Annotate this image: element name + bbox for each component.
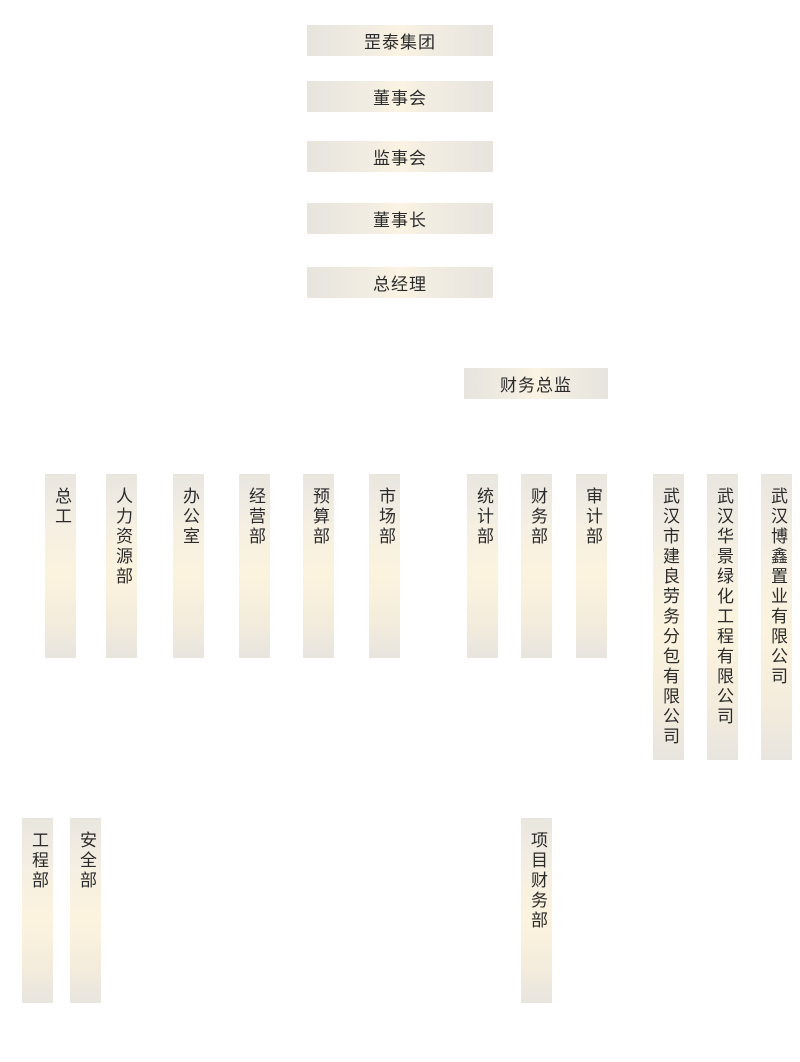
dept-finance-label: 财务部: [527, 487, 547, 547]
cfo-box: 财务总监: [464, 368, 608, 399]
sub-engineering: 工程部: [22, 818, 53, 1003]
company-labor-label: 武汉市建良劳务分包有限公司: [659, 487, 679, 747]
board-box: 董事会: [307, 81, 493, 112]
dept-finance: 财务部: [521, 474, 552, 658]
dept-audit: 审计部: [576, 474, 607, 658]
dept-hr-label: 人力资源部: [112, 487, 132, 587]
sub-safety-label: 安全部: [76, 831, 96, 891]
sub-project-finance: 项目财务部: [521, 818, 552, 1003]
dept-statistics-label: 统计部: [473, 487, 493, 547]
company-realestate: 武汉博鑫置业有限公司: [761, 474, 792, 760]
dept-operations-label: 经营部: [245, 487, 265, 547]
dept-hr: 人力资源部: [106, 474, 137, 658]
sub-engineering-label: 工程部: [28, 831, 48, 891]
group-label: 罡泰集团: [364, 33, 436, 53]
dept-office-label: 办公室: [179, 487, 199, 547]
cfo-label: 财务总监: [500, 376, 572, 396]
dept-budget-label: 预算部: [309, 487, 329, 547]
gm-label: 总经理: [373, 275, 427, 295]
sub-project-finance-label: 项目财务部: [527, 831, 547, 931]
dept-market-label: 市场部: [375, 487, 395, 547]
dept-chief-engineer: 总工: [45, 474, 76, 658]
board-label: 董事会: [373, 89, 427, 109]
supervisory-box: 监事会: [307, 141, 493, 172]
company-realestate-label: 武汉博鑫置业有限公司: [767, 487, 787, 687]
chairman-box: 董事长: [307, 203, 493, 234]
dept-budget: 预算部: [303, 474, 334, 658]
sub-safety: 安全部: [70, 818, 101, 1003]
dept-office: 办公室: [173, 474, 204, 658]
gm-box: 总经理: [307, 267, 493, 298]
dept-chief-engineer-label: 总工: [51, 487, 71, 527]
dept-operations: 经营部: [239, 474, 270, 658]
dept-market: 市场部: [369, 474, 400, 658]
company-greening-label: 武汉华景绿化工程有限公司: [713, 487, 733, 727]
chairman-label: 董事长: [373, 211, 427, 231]
company-greening: 武汉华景绿化工程有限公司: [707, 474, 738, 760]
dept-statistics: 统计部: [467, 474, 498, 658]
dept-audit-label: 审计部: [582, 487, 602, 547]
company-labor: 武汉市建良劳务分包有限公司: [653, 474, 684, 760]
supervisory-label: 监事会: [373, 149, 427, 169]
group-box: 罡泰集团: [307, 25, 493, 56]
